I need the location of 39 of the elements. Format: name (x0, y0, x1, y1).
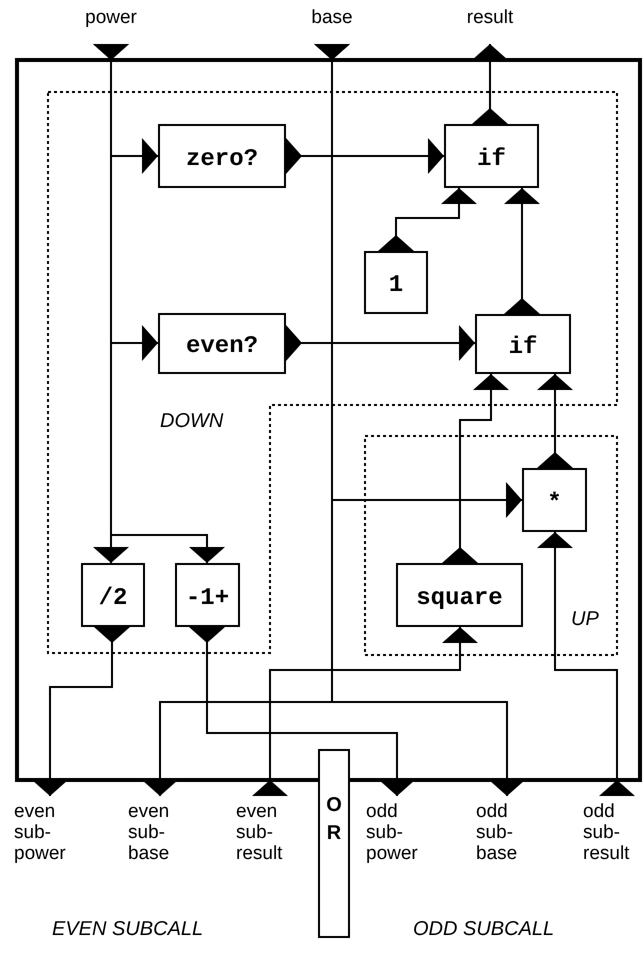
port-label: odd sub-power (364, 796, 436, 890)
port-label: power (76, 4, 146, 44)
module-frame (15, 58, 642, 782)
port-label: base (297, 4, 367, 44)
port-label: even sub-power (12, 796, 84, 890)
connector-arrow (504, 188, 540, 314)
or-bar: OR (318, 749, 350, 938)
dotted-region (365, 436, 617, 655)
connector-arrow (472, 44, 508, 124)
connector-arrow (93, 44, 225, 563)
connector-arrow (189, 627, 415, 796)
function-block: 1 (364, 251, 428, 314)
function-block: * (522, 468, 587, 532)
connector-arrow (378, 188, 477, 251)
connector-arrow (252, 627, 478, 796)
port-label: odd sub-base (474, 796, 548, 890)
port-label: even sub-base (126, 796, 200, 890)
connector-arrow (314, 44, 525, 796)
connector-arrow (32, 627, 130, 796)
function-block: zero? (158, 124, 286, 188)
section-caption: EVEN SUBCALL (52, 918, 204, 941)
connector-arrow (442, 374, 509, 563)
region-label: UP (571, 608, 599, 631)
section-caption: ODD SUBCALL (413, 918, 554, 941)
port-label: odd sub-result (581, 796, 644, 890)
function-block: square (396, 563, 523, 627)
region-label: DOWN (160, 410, 224, 433)
function-block: /2 (81, 563, 145, 627)
function-block: -1+ (175, 563, 240, 627)
function-block: if (444, 124, 539, 188)
connector-arrow (286, 138, 444, 174)
dotted-region (48, 92, 617, 653)
connector-arrow (537, 374, 573, 468)
connector-arrow (537, 532, 635, 796)
port-label: result (455, 4, 525, 44)
function-block: if (475, 314, 571, 374)
port-label: even sub-result (234, 796, 308, 890)
connector-arrow (286, 325, 475, 361)
function-block: even? (158, 313, 286, 374)
